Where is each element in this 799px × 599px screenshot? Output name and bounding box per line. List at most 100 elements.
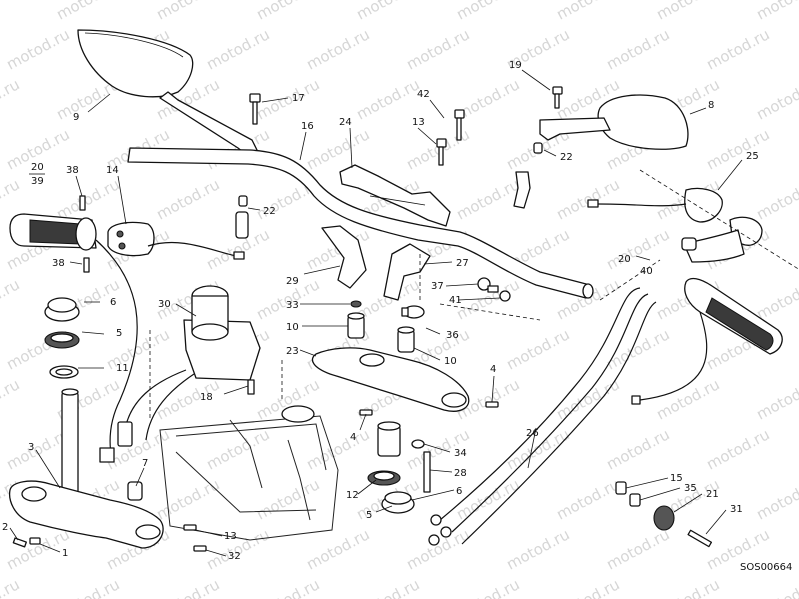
watermark-text: motod.ru bbox=[153, 575, 222, 599]
watermark-text: motod.ru bbox=[753, 175, 799, 223]
screw-4-right bbox=[485, 401, 499, 408]
callout-5-left: 5 bbox=[116, 328, 122, 339]
watermark-text: motod.ru bbox=[203, 525, 272, 573]
watermark-text: motod.ru bbox=[153, 475, 222, 523]
callout-19: 19 bbox=[509, 60, 522, 71]
seal-5-left bbox=[44, 331, 80, 349]
callout-32: 32 bbox=[228, 551, 241, 562]
watermark-text: motod.ru bbox=[603, 425, 672, 473]
callout-3: 3 bbox=[28, 442, 34, 453]
handlebar-riser-bracket bbox=[339, 164, 451, 227]
watermark-text: motod.ru bbox=[753, 575, 799, 599]
watermark-text: motod.ru bbox=[203, 25, 272, 73]
watermark-text: motod.ru bbox=[753, 0, 799, 24]
watermark-text: motod.ru bbox=[703, 25, 772, 73]
watermark-text: motod.ru bbox=[503, 525, 572, 573]
callout-13-lower: 13 bbox=[224, 531, 237, 542]
callout-41: 41 bbox=[449, 295, 462, 306]
leader-lines bbox=[9, 69, 799, 557]
callout-30: 30 bbox=[158, 299, 171, 310]
watermark-text: motod.ru bbox=[0, 275, 23, 323]
callout-7: 7 bbox=[142, 458, 148, 469]
watermark-text: motod.ru bbox=[453, 0, 522, 24]
bushing-10-right bbox=[397, 326, 415, 353]
callout-37: 37 bbox=[431, 281, 444, 292]
watermark-text: motod.ru bbox=[403, 525, 472, 573]
callout-5-center: 5 bbox=[366, 510, 372, 521]
watermark-text: motod.ru bbox=[553, 575, 622, 599]
callout-9: 9 bbox=[73, 112, 79, 123]
washer-34 bbox=[411, 439, 425, 449]
bar-end-bolt-31 bbox=[687, 529, 713, 548]
bolt-18 bbox=[247, 379, 255, 395]
watermark-text: motod.ru bbox=[53, 0, 122, 24]
watermark-text: motod.ru bbox=[0, 0, 23, 24]
drawing-reference-code: SOS00664 bbox=[740, 562, 792, 573]
handlebar bbox=[127, 147, 594, 299]
left-mirror bbox=[77, 29, 259, 157]
callout-15: 15 bbox=[670, 473, 683, 484]
callout-24: 24 bbox=[339, 117, 352, 128]
callout-21: 21 bbox=[706, 489, 719, 500]
watermark-text: motod.ru bbox=[503, 325, 572, 373]
watermark-text: motod.ru bbox=[303, 25, 372, 73]
callout-18: 18 bbox=[200, 392, 213, 403]
watermark-text: motod.ru bbox=[703, 425, 772, 473]
left-switch-assembly bbox=[95, 221, 245, 461]
riser-bolt-42 bbox=[454, 109, 465, 141]
left-grip bbox=[9, 213, 97, 251]
screw-2 bbox=[12, 537, 27, 548]
watermark-text: motod.ru bbox=[303, 425, 372, 473]
watermark-text: motod.ru bbox=[603, 225, 672, 273]
watermark-text: motod.ru bbox=[253, 0, 322, 24]
callout-6-left: 6 bbox=[110, 297, 116, 308]
watermark-text: motod.ru bbox=[253, 75, 322, 123]
callout-40: 40 bbox=[640, 266, 653, 277]
watermark-text: motod.ru bbox=[353, 0, 422, 24]
watermark-text: motod.ru bbox=[653, 575, 722, 599]
bearing-6-center bbox=[381, 491, 415, 514]
watermark-text: motod.ru bbox=[403, 25, 472, 73]
callout-36: 36 bbox=[446, 330, 459, 341]
watermark-text: motod.ru bbox=[53, 175, 122, 223]
watermark-text: motod.ru bbox=[753, 475, 799, 523]
watermark-text: motod.ru bbox=[453, 575, 522, 599]
clamp-22-left bbox=[235, 195, 249, 239]
bar-end-weight-21 bbox=[653, 505, 675, 531]
connector-7 bbox=[127, 481, 143, 501]
watermark-text: motod.ru bbox=[0, 375, 23, 423]
callout-20-left: 20 bbox=[31, 162, 44, 173]
watermark-text: motod.ru bbox=[153, 175, 222, 223]
bearing-6-left bbox=[44, 297, 80, 322]
clamp-22-right bbox=[513, 142, 543, 209]
ignition-switch bbox=[99, 285, 261, 463]
screw-1 bbox=[29, 537, 41, 545]
callout-22-left: 22 bbox=[263, 206, 276, 217]
callout-17: 17 bbox=[292, 93, 305, 104]
callout-22-right: 22 bbox=[560, 152, 573, 163]
callout-13-upper: 13 bbox=[412, 117, 425, 128]
screw-38-lower bbox=[83, 257, 90, 273]
screw-32 bbox=[193, 545, 207, 552]
cable-end-15 bbox=[615, 481, 627, 495]
callout-1: 1 bbox=[62, 548, 68, 559]
seal-5-center bbox=[367, 470, 401, 486]
cable-end-35 bbox=[629, 493, 641, 507]
right-mirror bbox=[539, 94, 689, 150]
throttle-assembly bbox=[681, 229, 745, 263]
callout-35: 35 bbox=[684, 483, 697, 494]
washer-33 bbox=[350, 300, 362, 308]
ring-11 bbox=[49, 365, 79, 379]
watermark-text: motod.ru bbox=[603, 25, 672, 73]
watermark-text: motod.ru bbox=[703, 125, 772, 173]
callout-42: 42 bbox=[417, 89, 430, 100]
watermark-text: motod.ru bbox=[653, 375, 722, 423]
callout-29: 29 bbox=[286, 276, 299, 287]
callout-33: 33 bbox=[286, 300, 299, 311]
callout-2: 2 bbox=[2, 522, 8, 533]
callout-26: 26 bbox=[526, 428, 539, 439]
callout-34: 34 bbox=[454, 448, 467, 459]
right-grip bbox=[684, 277, 783, 355]
callout-38-upper: 38 bbox=[66, 165, 79, 176]
